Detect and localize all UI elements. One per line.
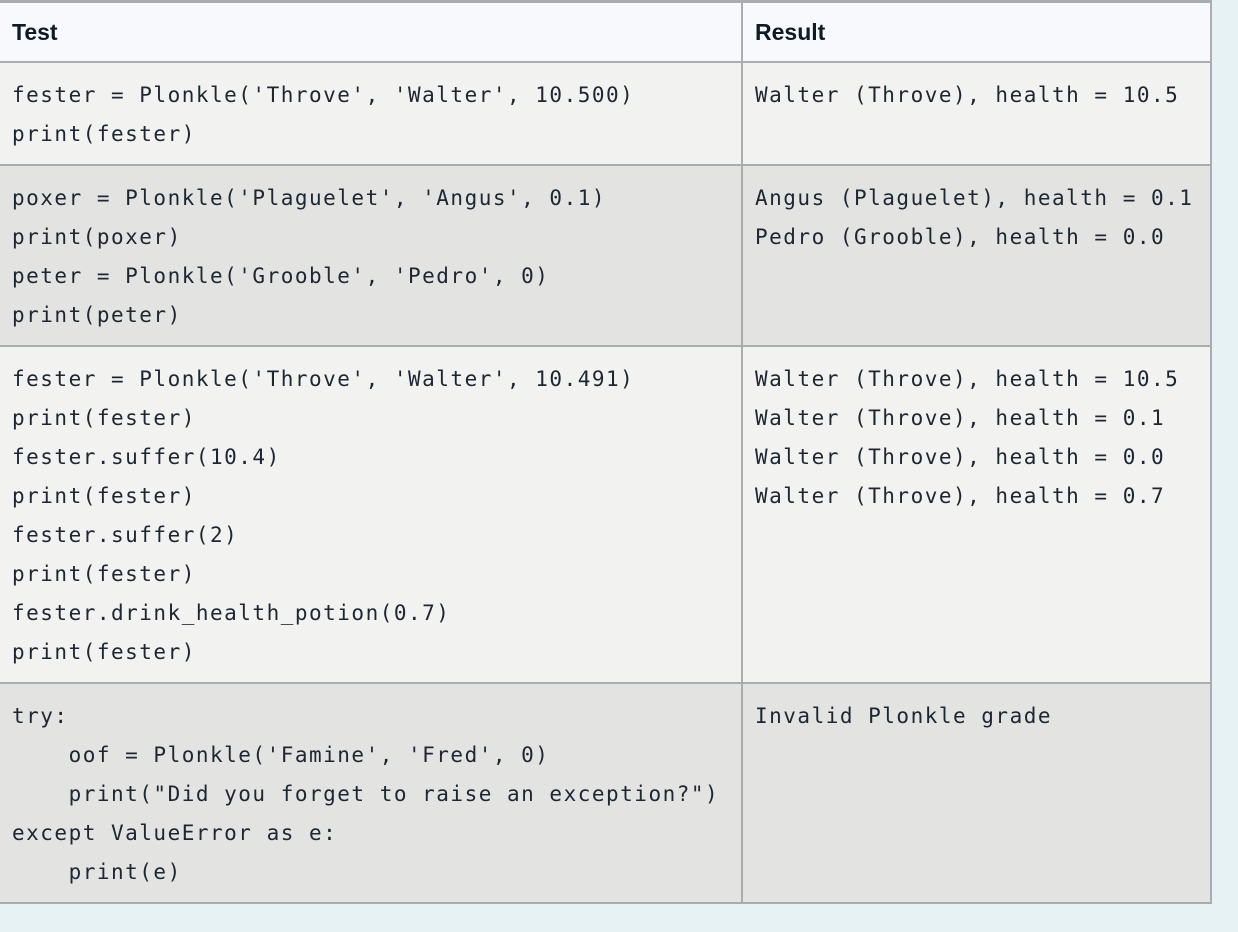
result-cell-output: Angus (Plaguelet), health = 0.1 Pedro (G… bbox=[755, 186, 1194, 249]
test-cell: fester = Plonkle('Throve', 'Walter', 10.… bbox=[0, 61, 743, 166]
page: Test Result fester = Plonkle('Throve', '… bbox=[0, 0, 1212, 904]
test-results-table: Test Result fester = Plonkle('Throve', '… bbox=[0, 0, 1212, 904]
table-row: fester = Plonkle('Throve', 'Walter', 10.… bbox=[0, 61, 1212, 166]
header-row: Test Result bbox=[0, 0, 1212, 63]
table-row: poxer = Plonkle('Plaguelet', 'Angus', 0.… bbox=[0, 164, 1212, 347]
result-cell: Walter (Throve), health = 10.5 Walter (T… bbox=[741, 345, 1212, 684]
test-cell-code: try: oof = Plonkle('Famine', 'Fred', 0) … bbox=[12, 704, 720, 884]
column-header-test: Test bbox=[0, 0, 743, 63]
test-cell-code: fester = Plonkle('Throve', 'Walter', 10.… bbox=[12, 83, 635, 146]
test-cell-code: poxer = Plonkle('Plaguelet', 'Angus', 0.… bbox=[12, 186, 607, 327]
test-cell: poxer = Plonkle('Plaguelet', 'Angus', 0.… bbox=[0, 164, 743, 347]
column-header-result: Result bbox=[741, 0, 1212, 63]
result-cell-output: Invalid Plonkle grade bbox=[755, 704, 1053, 728]
table-row: try: oof = Plonkle('Famine', 'Fred', 0) … bbox=[0, 682, 1212, 904]
test-cell-code: fester = Plonkle('Throve', 'Walter', 10.… bbox=[12, 367, 635, 664]
test-cell: try: oof = Plonkle('Famine', 'Fred', 0) … bbox=[0, 682, 743, 904]
result-cell-output: Walter (Throve), health = 10.5 bbox=[755, 83, 1180, 107]
result-cell: Angus (Plaguelet), health = 0.1 Pedro (G… bbox=[741, 164, 1212, 347]
test-cell: fester = Plonkle('Throve', 'Walter', 10.… bbox=[0, 345, 743, 684]
table-row: fester = Plonkle('Throve', 'Walter', 10.… bbox=[0, 345, 1212, 684]
result-cell: Invalid Plonkle grade bbox=[741, 682, 1212, 904]
test-table-body: fester = Plonkle('Throve', 'Walter', 10.… bbox=[0, 61, 1212, 904]
result-cell: Walter (Throve), health = 10.5 bbox=[741, 61, 1212, 166]
result-cell-output: Walter (Throve), health = 10.5 Walter (T… bbox=[755, 367, 1180, 508]
